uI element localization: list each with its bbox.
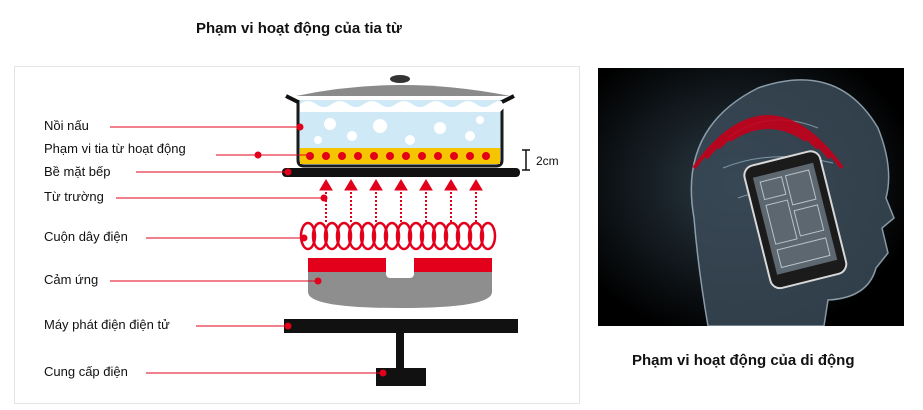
lid-knob xyxy=(390,75,410,83)
left-title: Phạm vi hoạt động của tia từ xyxy=(196,20,402,37)
label-pot: Nồi nấu xyxy=(44,118,89,133)
heat-dots xyxy=(306,152,490,160)
label-supply: Cung cấp điện xyxy=(44,364,128,379)
phone xyxy=(743,150,848,290)
power-supply-box xyxy=(376,368,426,386)
pot-handle-left xyxy=(285,94,299,104)
leader-dots xyxy=(254,123,387,377)
sensor-top-left xyxy=(308,258,386,272)
radiation-waves xyxy=(692,115,844,170)
heat-layer xyxy=(300,148,500,164)
sensor-body xyxy=(308,272,492,308)
dimension-label: 2cm xyxy=(536,154,559,168)
sensor-notch xyxy=(386,258,414,278)
pot-lid xyxy=(296,85,510,96)
generator-stem xyxy=(396,333,404,369)
phone-radiation-image xyxy=(598,68,904,326)
bubbles xyxy=(314,116,484,145)
sensor-top-right xyxy=(414,258,492,272)
label-range: Phạm vi tia từ hoạt động xyxy=(44,141,186,156)
generator-bar xyxy=(284,319,518,333)
label-surface: Bề mặt bếp xyxy=(44,164,111,179)
label-generator: Máy phát điện điện tử xyxy=(44,317,170,332)
right-title: Phạm vi hoạt động của di động xyxy=(632,352,855,369)
leader-lines xyxy=(110,126,382,374)
label-coil: Cuộn dây điện xyxy=(44,229,128,244)
head-phone-illustration xyxy=(598,68,904,326)
label-field: Từ trường xyxy=(44,189,104,204)
pot-handle-right xyxy=(501,94,515,104)
water-waves xyxy=(300,101,508,112)
label-sensor: Cảm ứng xyxy=(44,272,99,287)
coil xyxy=(299,221,497,251)
cooktop-surface xyxy=(282,168,520,177)
field-arrows xyxy=(319,179,483,222)
